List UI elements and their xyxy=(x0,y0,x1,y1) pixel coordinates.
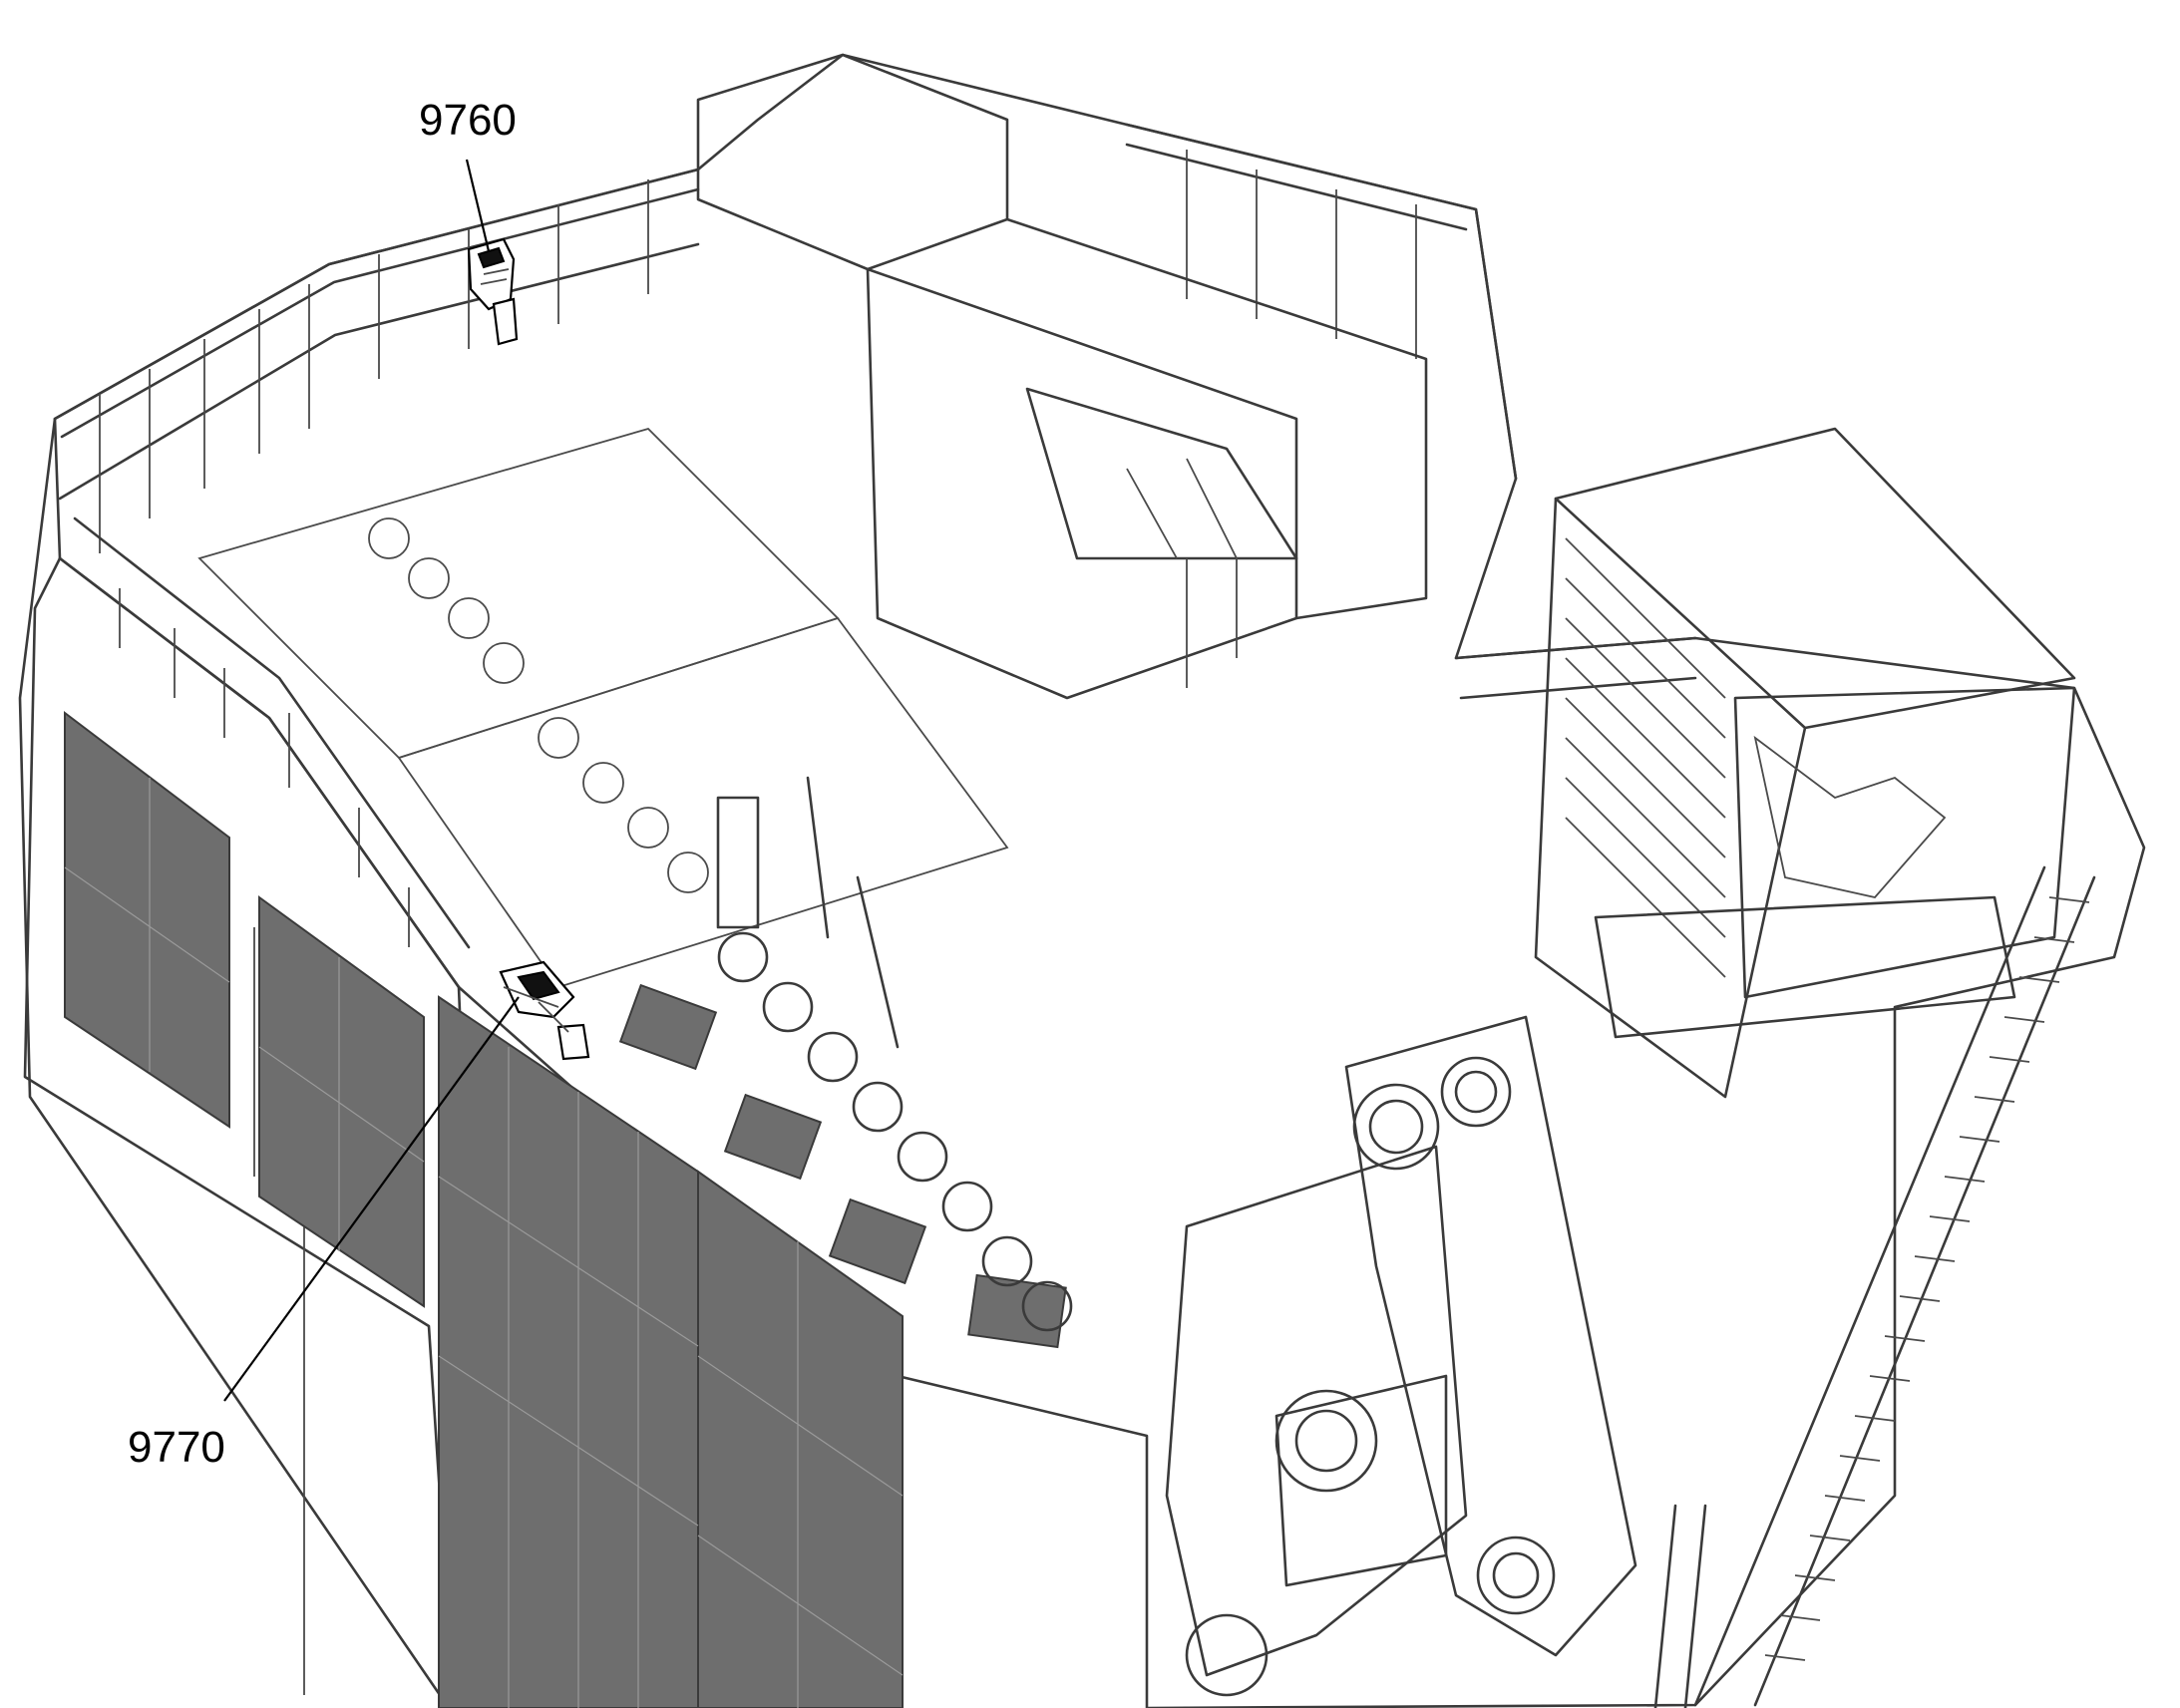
component-9770[interactable] xyxy=(499,960,590,1061)
callout-label-9760: 9760 xyxy=(419,96,517,145)
upper-deck-structure xyxy=(18,53,2146,1708)
deck-railings xyxy=(53,123,1697,989)
boom-linkage xyxy=(1165,1015,1637,1697)
radiator-grille-panels xyxy=(64,710,904,1708)
rear-enclosure xyxy=(696,53,1428,700)
leader-line-9770 xyxy=(223,996,520,1402)
front-cab-platform xyxy=(1534,427,2076,1099)
component-9760[interactable] xyxy=(467,237,519,346)
access-stairs xyxy=(1653,865,2096,1708)
deck-plates xyxy=(197,427,1009,989)
callout-label-9770: 9770 xyxy=(128,1423,225,1472)
engine-components xyxy=(618,776,1073,1349)
leader-line-9760 xyxy=(465,159,491,252)
